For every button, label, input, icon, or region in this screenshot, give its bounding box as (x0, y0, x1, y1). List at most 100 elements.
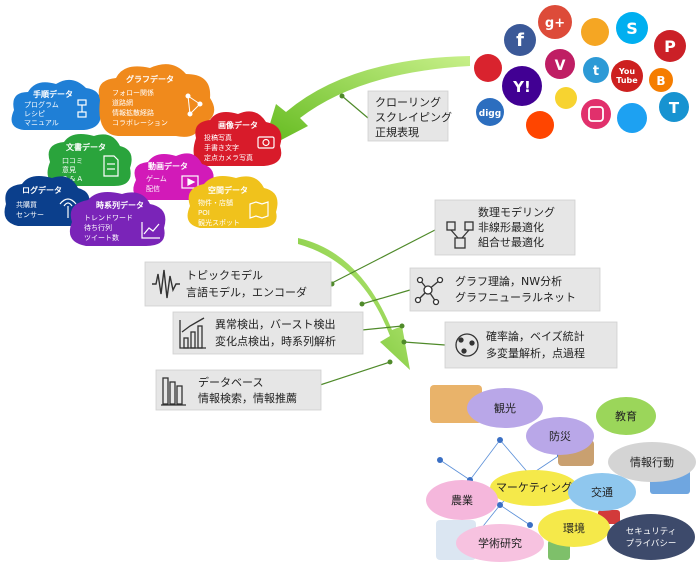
cloud-graph-item-0: フォロー関係 (112, 88, 154, 97)
waveform-icon (152, 269, 180, 299)
cloud-timeseries-title: 時系列データ (96, 200, 144, 210)
facebook-icon (504, 24, 536, 56)
cloud-image-title: 画像データ (218, 120, 258, 130)
cloud-document-data: 文書データ 口コミ 意見 Q & A (47, 134, 132, 186)
domain-environment-label: 環境 (563, 521, 585, 535)
method-graph-line-1: グラフニューラルネット (455, 290, 576, 304)
cloud-video-item-1: 配信 (146, 184, 160, 193)
method-database-line-0: データベース (198, 375, 263, 389)
cloud-procedure-item-2: マニュアル (24, 119, 59, 127)
pinterest-icon (654, 30, 686, 62)
blogger-icon (649, 68, 673, 92)
cloud-spatial-title: 空間データ (208, 185, 248, 195)
domain-transport-label: 交通 (591, 485, 613, 499)
method-box-modeling: 数理モデリング 非線形最適化 組合せ最適化 (434, 199, 576, 256)
rss-icon (581, 18, 609, 46)
domain-academic-research: 学術研究 (456, 524, 544, 562)
skype-icon (616, 12, 648, 44)
method-box-database: データベース 情報検索，情報推薦 (155, 369, 322, 411)
graph-icon (414, 276, 444, 306)
collect-method-crawling: クローリング (375, 95, 441, 109)
cloud-video-title: 動画データ (148, 161, 188, 171)
cloud-document-item-1: 意見 (62, 165, 76, 174)
domain-marketing-label: マーケティング (496, 480, 572, 494)
cloud-graph-data: グラフデータ フォロー関係 道路網 情報拡散経路 コラボレーション (98, 64, 215, 137)
model-icon (446, 221, 474, 249)
cloud-spatial-data: 空間データ 物件・店舗 POI 観光スポット (187, 176, 278, 228)
yahoo-icon (502, 66, 542, 106)
method-topic-line-1: 言語モデル，エンコーダ (186, 285, 307, 299)
youtube-icon-label-1: You (618, 67, 636, 76)
domain-tourism: 観光 (467, 388, 543, 428)
cloud-spatial-item-0: 物件・店舗 (198, 198, 233, 207)
youtube-icon-label-2: Tube (616, 76, 638, 85)
cloud-procedure-title: 手順データ (33, 89, 73, 99)
collect-methods-box (367, 90, 449, 142)
network-icon (185, 93, 203, 117)
domain-agriculture: 農業 (426, 480, 498, 520)
cloud-image-item-0: 投稿写真 (204, 133, 232, 142)
analysis-arrow (298, 238, 410, 370)
domain-privacy-label: プライバシー (626, 539, 677, 549)
method-modeling-line-0: 数理モデリング (478, 205, 555, 219)
method-modeling-line-1: 非線形最適化 (478, 220, 544, 234)
cloud-image-item-2: 定点カメラ写真 (204, 153, 253, 162)
cloud-image-item-1: 手書き文字 (204, 143, 239, 152)
cloud-log-title: ログデータ (22, 185, 62, 195)
person-icon (474, 54, 502, 82)
method-box-probability: 確率論，ベイズ統計 多変量解析，点過程 (444, 321, 618, 369)
method-modeling-line-2: 組合せ最適化 (478, 235, 544, 249)
instagram-icon (581, 99, 611, 129)
cloud-document-item-0: 口コミ (62, 157, 83, 165)
tumblr-icon-label: t (593, 64, 599, 79)
method-box-topic-model: トピックモデル 言語モデル，エンコーダ (144, 261, 332, 307)
yahoo-icon-label: Y! (512, 78, 531, 96)
domain-disaster-prevention: 防災 (526, 417, 594, 455)
blogger-icon-label: B (656, 74, 665, 88)
probability-icon (455, 333, 479, 357)
pinterest-icon-label: P (664, 37, 676, 56)
method-anomaly-line-0: 異常検出，バースト検出 (215, 317, 335, 331)
domain-marketing: マーケティング (490, 470, 578, 506)
method-box-graph: グラフ理論，NW分析 グラフニューラルネット (409, 267, 601, 312)
method-box-anomaly: 異常検出，バースト検出 変化点検出，時系列解析 (172, 311, 364, 355)
domain-information-behavior: 情報行動 (608, 442, 696, 482)
digg-icon-label: digg (479, 109, 501, 119)
cloud-log-data: ログデータ 共購買 センサー (4, 176, 90, 226)
cloud-image-data: 画像データ 投稿写真 手書き文字 定点カメラ写真 (193, 111, 282, 166)
cloud-spatial-item-1: POI (198, 209, 210, 217)
social-media-icon-cluster: f g+ S P V t You Tube Y! B digg T (474, 5, 689, 139)
vine-icon (545, 49, 575, 79)
domain-security-privacy: セキュリティ プライバシー (607, 514, 695, 560)
domain-agriculture-label: 農業 (451, 493, 473, 507)
analysis-connector-dots (329, 281, 407, 365)
domain-research-label: 学術研究 (478, 536, 522, 550)
cloud-video-item-0: ゲーム (146, 174, 167, 183)
digg-icon (476, 98, 504, 126)
twitter-icon (617, 103, 647, 133)
cloud-procedure-data: 手順データ プログラム レシピ マニュアル (11, 79, 101, 130)
cloud-timeseries-item-0: トレンドワード (84, 214, 133, 222)
cloud-document-title: 文書データ (66, 142, 106, 152)
skype-icon-label: S (626, 19, 638, 38)
cloud-procedure-item-0: プログラム (24, 100, 59, 109)
method-topic-line-0: トピックモデル (186, 268, 263, 282)
domain-disaster-label: 防災 (549, 429, 571, 443)
database-icon (161, 377, 186, 406)
cloud-timeseries-item-1: 待ち行列 (84, 223, 112, 232)
cloud-graph-item-3: コラボレーション (112, 119, 168, 127)
cloud-document-item-2: Q & A (62, 175, 82, 183)
cloud-graph-item-1: 道路網 (112, 98, 133, 107)
collect-method-regex: 正規表現 (375, 125, 419, 139)
cloud-procedure-item-1: レシピ (24, 110, 45, 118)
chat-icon (555, 87, 577, 109)
cloud-log-item-1: センサー (16, 211, 44, 219)
cloud-graph-title: グラフデータ (126, 74, 174, 84)
domain-transportation: 交通 (568, 473, 636, 511)
youtube-icon (611, 60, 643, 92)
camera-icon (257, 136, 275, 149)
reddit-icon (526, 111, 554, 139)
t-app-icon-label: T (669, 99, 680, 117)
flowchart-icon (77, 99, 87, 118)
method-database-line-1: 情報検索，情報推薦 (198, 391, 297, 405)
